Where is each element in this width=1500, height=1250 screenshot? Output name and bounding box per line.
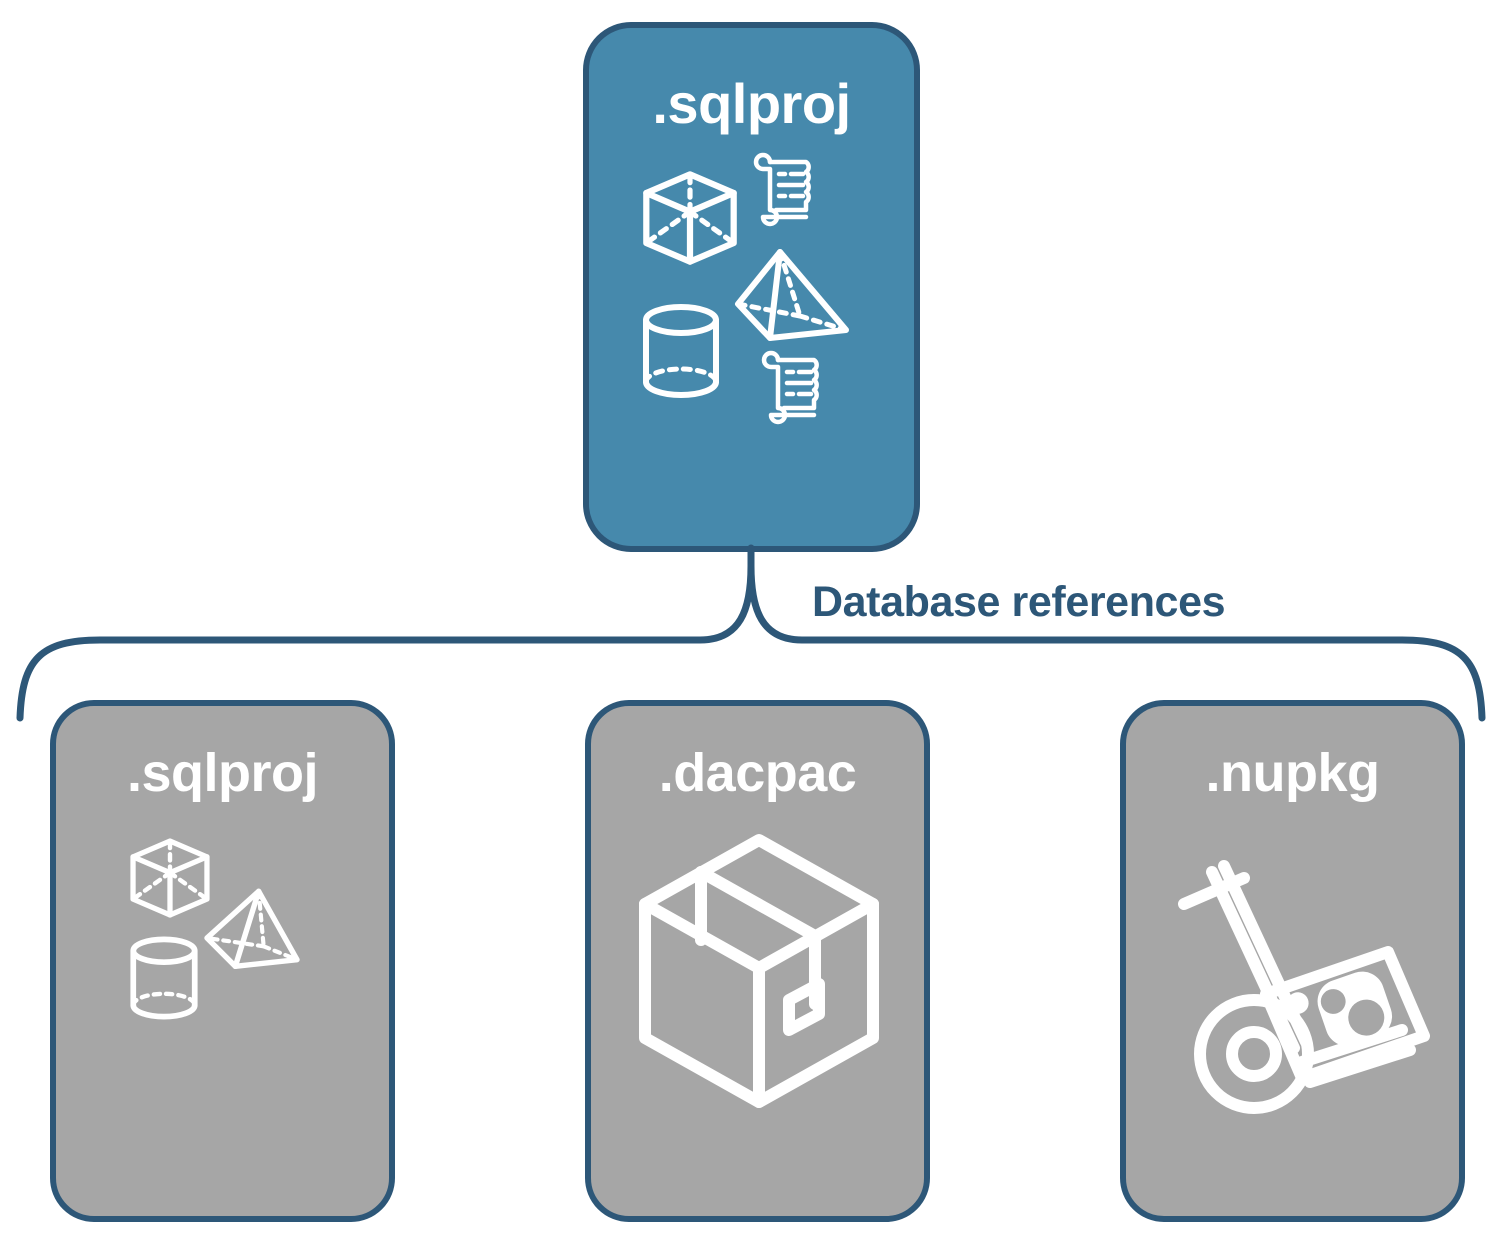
brace-left — [16, 562, 755, 722]
cylinder-icon — [642, 304, 719, 398]
node-sqlproj-reference-label: .sqlproj — [126, 743, 319, 803]
scroll-icon — [761, 350, 819, 425]
cube-icon — [129, 838, 210, 918]
cube-icon — [642, 171, 737, 265]
node-sqlproj-root[interactable]: .sqlproj — [583, 22, 920, 552]
shipping-box-icon — [638, 834, 879, 1108]
node-sqlproj-root-label: .sqlproj — [652, 72, 851, 135]
node-sqlproj-root-icons — [632, 152, 872, 444]
node-nupkg-icons — [1148, 824, 1438, 1124]
cylinder-icon — [129, 936, 198, 1020]
node-nupkg-label: .nupkg — [1205, 743, 1380, 803]
node-sqlproj-reference[interactable]: .sqlproj — [50, 700, 395, 1222]
hand-truck-package-icon — [1177, 860, 1430, 1114]
pyramid-icon — [734, 249, 849, 341]
pyramid-icon — [203, 888, 300, 970]
scroll-icon — [753, 152, 811, 227]
database-references-label: Database references — [812, 578, 1226, 626]
node-dacpac-label: .dacpac — [658, 743, 857, 803]
node-nupkg[interactable]: .nupkg — [1120, 700, 1465, 1222]
node-dacpac-icons — [613, 824, 903, 1124]
node-sqlproj-reference-icons — [78, 824, 368, 1124]
node-dacpac[interactable]: .dacpac — [585, 700, 930, 1222]
